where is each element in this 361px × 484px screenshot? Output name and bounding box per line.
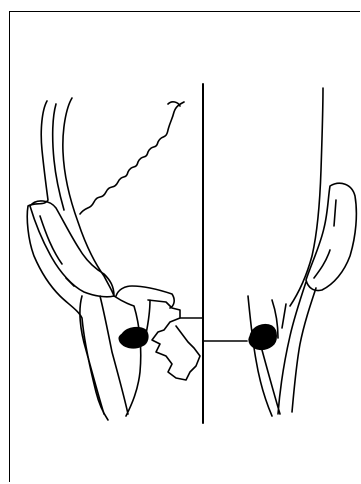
connector-line [180,318,247,341]
left-outer-contour [27,101,108,420]
left-lower-body [80,296,141,416]
left-lobe-inner [40,216,74,286]
right-lobe [306,183,356,290]
left-inner-contour [63,98,114,296]
left-lobe [30,201,114,297]
right-marker [249,324,277,349]
right-lobe-inner [314,200,336,278]
wavy-suture [80,102,184,214]
left-marker [119,327,148,348]
left-jagged-appendage [148,300,200,380]
left-inner-line [53,104,64,210]
